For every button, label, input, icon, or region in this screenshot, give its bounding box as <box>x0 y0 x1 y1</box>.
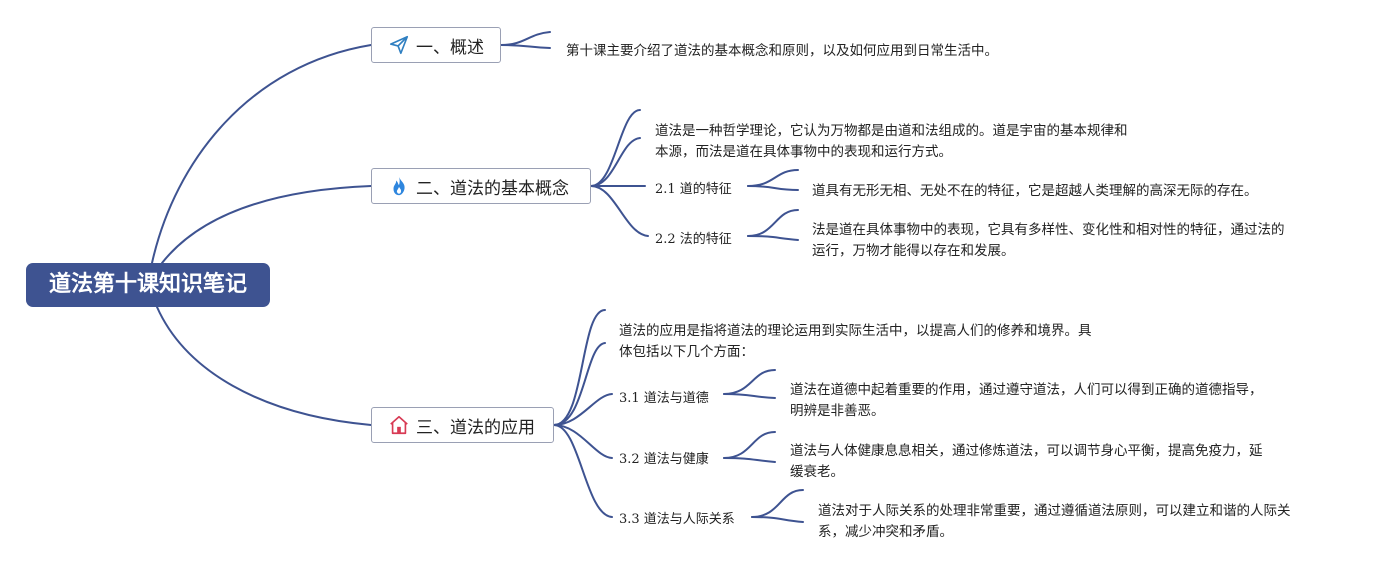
link-root-b2 <box>161 185 372 264</box>
link-b1-text-b <box>500 44 551 49</box>
branch-label: 三、道法的应用 <box>416 417 535 438</box>
flame-icon <box>388 175 410 197</box>
concept-text-line: 道法是一种哲学理论，它认为万物都是由道和法组成的。道是宇宙的基本规律和 <box>655 123 1128 139</box>
root-node[interactable]: 道法第十课知识笔记 <box>26 263 270 307</box>
root-title: 道法第十课知识笔记 <box>48 272 247 297</box>
sub-topic-3-1-text: 道法在道德中起着重要的作用，通过遵守道法，人们可以得到正确的道德指导， <box>790 382 1263 398</box>
link-b3-s1 <box>553 393 613 426</box>
sub-topic-2-2-text: 法是道在具体事物中的表现，它具有多样性、变化性和相对性的特征，通过法的 <box>812 222 1285 238</box>
link-b2-text <box>590 109 641 187</box>
application-text-line: 道法的应用是指将道法的理论运用到实际生活中，以提高人们的修养和境界。具 <box>619 323 1092 339</box>
overview-text: 第十课主要介绍了道法的基本概念和原则，以及如何应用到日常生活中。 <box>566 43 998 59</box>
branch-overview[interactable]: 一、概述 <box>371 27 501 63</box>
link-b2-s2 <box>590 185 649 237</box>
link-b3-s2-text <box>723 431 776 459</box>
concept-text-line: 本源，而法是道在具体事物中的表现和运行方式。 <box>655 144 952 160</box>
sub-topic-3-2[interactable]: 3.2 道法与健康 <box>619 452 709 467</box>
branch-application[interactable]: 三、道法的应用 <box>371 407 554 443</box>
branch-label: 一、概述 <box>416 37 484 58</box>
link-b3-text-b <box>553 342 606 426</box>
link-b1-text <box>500 31 551 46</box>
house-icon <box>388 414 410 436</box>
sub-topic-3-2-text: 道法与人体健康息息相关，通过修炼道法，可以调节身心平衡，提高免疫力，延 <box>790 443 1263 459</box>
branch-basic-concepts[interactable]: 二、道法的基本概念 <box>371 168 591 204</box>
link-b2-s1-text-b <box>747 185 799 191</box>
link-b3-s3-text <box>751 489 804 518</box>
link-b2-text-b <box>590 137 641 187</box>
link-b2-s1-text <box>747 169 799 187</box>
sub-topic-3-2-text: 缓衰老。 <box>790 464 844 480</box>
sub-topic-3-3-text: 系，减少冲突和矛盾。 <box>818 524 953 540</box>
link-b2-s2-text <box>747 209 799 237</box>
link-root-b1 <box>151 44 372 264</box>
sub-topic-3-3[interactable]: 3.3 道法与人际关系 <box>619 512 735 527</box>
link-b3-text <box>553 309 606 426</box>
link-b3-s3-text-b <box>751 516 804 523</box>
link-b3-s3 <box>553 424 613 518</box>
application-text-line: 体包括以下几个方面： <box>619 344 754 360</box>
link-b3-s2 <box>553 424 613 459</box>
link-root-b3 <box>156 306 372 426</box>
sub-topic-2-2-text: 运行，万物才能得以存在和发展。 <box>812 243 1015 259</box>
sub-topic-2-1-text: 道具有无形无相、无处不在的特征，它是超越人类理解的高深无际的存在。 <box>812 183 1258 199</box>
sub-topic-3-1-text: 明辨是非善恶。 <box>790 403 885 419</box>
sub-topic-3-1[interactable]: 3.1 道法与道德 <box>619 391 709 406</box>
paper-plane-icon <box>388 34 410 56</box>
link-b2-s2-text-b <box>747 235 799 241</box>
branch-label: 二、道法的基本概念 <box>416 178 569 199</box>
sub-topic-2-1[interactable]: 2.1 道的特征 <box>655 182 732 197</box>
sub-topic-3-3-text: 道法对于人际关系的处理非常重要，通过遵循道法原则，可以建立和谐的人际关 <box>818 503 1291 519</box>
link-b3-s1-text-b <box>723 393 776 399</box>
link-b3-s1-text <box>723 369 776 395</box>
link-b3-s2-text-b <box>723 457 776 463</box>
sub-topic-2-2[interactable]: 2.2 法的特征 <box>655 232 732 247</box>
